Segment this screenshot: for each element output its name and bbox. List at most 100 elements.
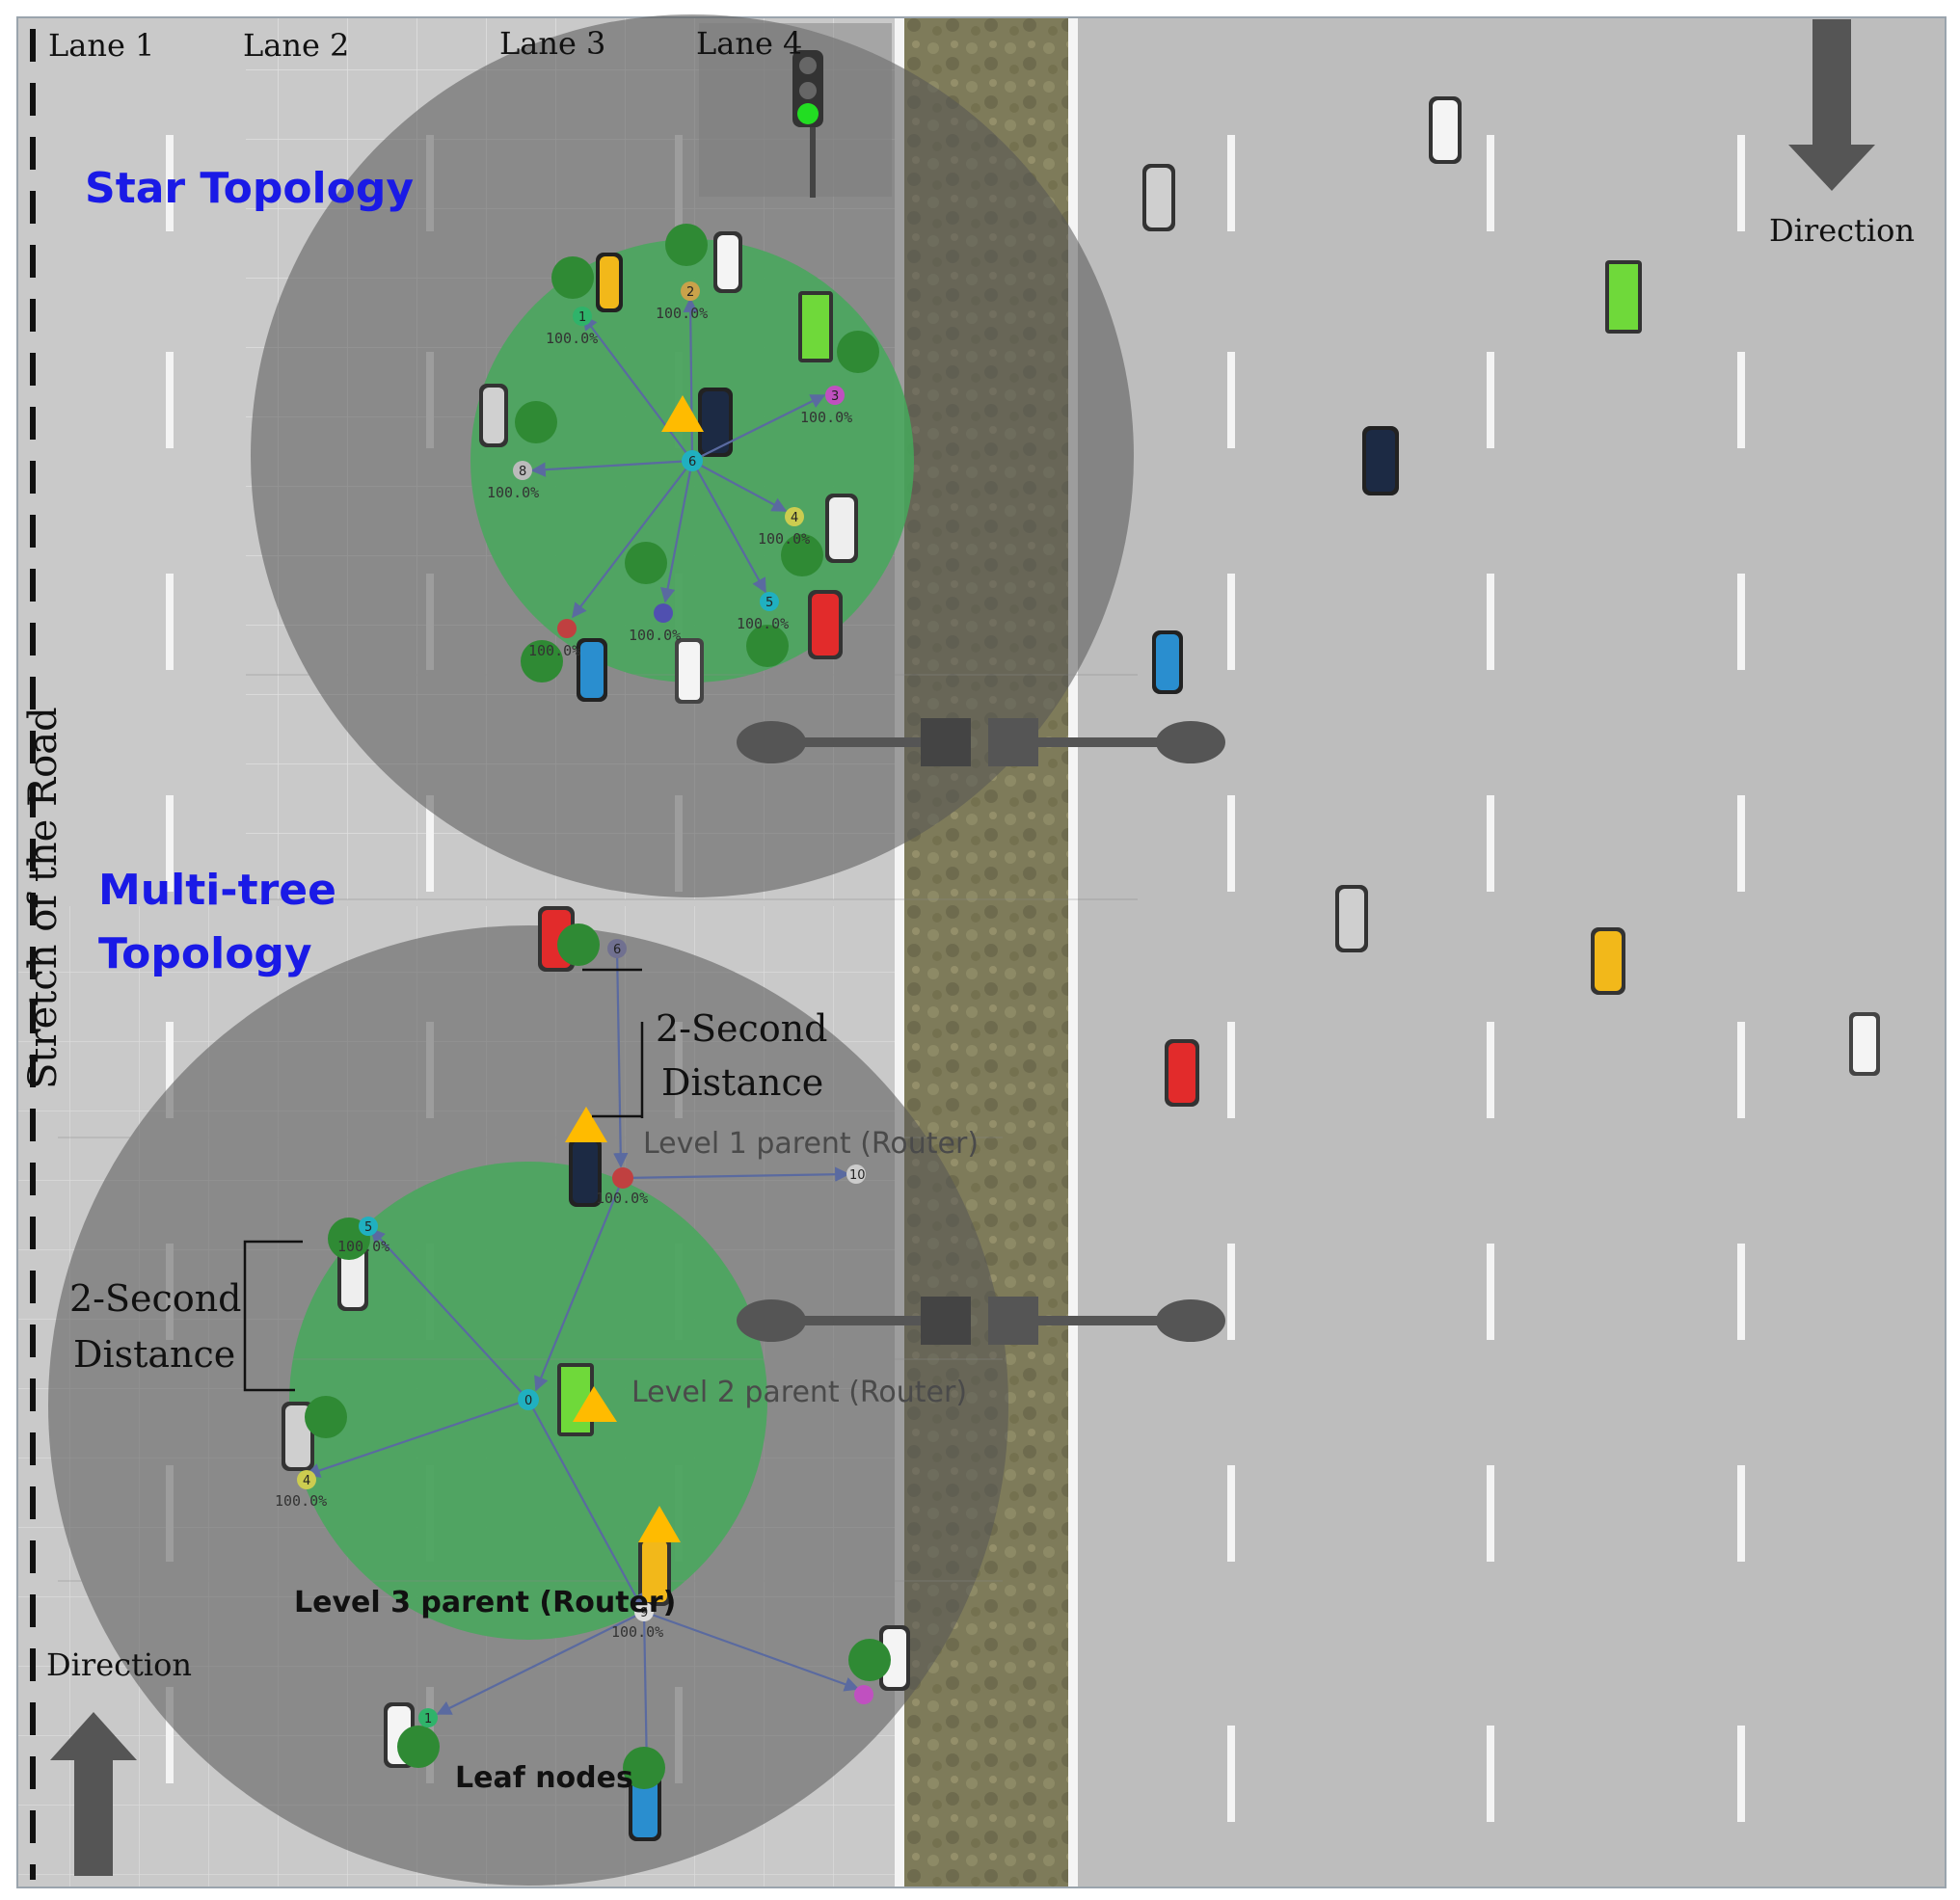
svg-text:100.0%: 100.0%: [528, 642, 580, 659]
svg-text:4: 4: [791, 511, 798, 525]
car-silver-icon: [1142, 164, 1175, 231]
two-second-distance-top-line2: Distance: [661, 1061, 823, 1104]
car-white-icon: [337, 1245, 368, 1311]
car-blue-icon: [629, 1774, 661, 1841]
multitree-topology-title-line1: Multi-tree: [98, 866, 336, 915]
car-white-icon: [1849, 1012, 1880, 1076]
level1-router-icon: [565, 1107, 607, 1142]
car-white-icon: [825, 494, 858, 563]
svg-text:100.0%: 100.0%: [758, 530, 810, 548]
stretch-of-road-label: Stretch of the Road: [21, 707, 66, 1089]
svg-text:100.0%: 100.0%: [487, 484, 539, 501]
svg-text:100.0%: 100.0%: [629, 627, 681, 644]
svg-text:0: 0: [524, 1394, 532, 1408]
direction-label-top: Direction: [1769, 212, 1915, 249]
car-white-icon: [1429, 96, 1462, 164]
star-node-8: 8 100.0%: [487, 461, 539, 501]
street-lamp-top: [737, 718, 1225, 766]
tree-node-6: 6: [607, 939, 627, 958]
car-white-icon: [879, 1625, 910, 1691]
svg-text:100.0%: 100.0%: [275, 1492, 327, 1510]
star-node-3: 3 100.0%: [800, 386, 852, 426]
car-navy-icon: [698, 388, 733, 457]
multitree-topology-title-line2: Topology: [98, 929, 312, 978]
svg-text:100.0%: 100.0%: [611, 1623, 663, 1641]
two-second-distance-top-line1: 2-Second: [656, 1007, 828, 1050]
tree-node-1: 1: [418, 1708, 438, 1727]
lane-label-1: Lane 1: [48, 27, 154, 64]
direction-arrow-up-icon: [50, 1712, 137, 1876]
star-node-purple: 100.0%: [629, 603, 681, 644]
star-coordinator-icon: [661, 395, 704, 432]
car-silver-icon: [1335, 885, 1368, 952]
svg-text:6: 6: [688, 455, 696, 469]
car-yellow-icon: [638, 1537, 671, 1606]
distance-bracket-top: [582, 968, 644, 1118]
lane-label-3: Lane 3: [499, 25, 605, 62]
two-second-distance-left-line2: Distance: [73, 1333, 235, 1376]
tree-links: [305, 948, 860, 1774]
star-node-2: 2 100.0%: [656, 281, 708, 322]
lane-label-2: Lane 2: [243, 27, 349, 64]
two-second-distance-left-line1: 2-Second: [69, 1277, 242, 1320]
car-red-icon: [808, 590, 843, 659]
star-topology-title: Star Topology: [85, 164, 414, 213]
svg-text:1: 1: [578, 310, 586, 325]
truck-green-icon: [1605, 260, 1642, 334]
lane-label-4: Lane 4: [696, 25, 802, 62]
star-node-4: 4 100.0%: [758, 507, 810, 548]
car-navy-icon: [569, 1137, 602, 1207]
svg-text:2: 2: [686, 285, 694, 300]
car-navy-icon: [1362, 426, 1399, 495]
street-lamp-bottom: [737, 1297, 1225, 1345]
tree-node-10: 10: [846, 1164, 866, 1184]
car-yellow-icon: [596, 253, 623, 312]
svg-text:100.0%: 100.0%: [337, 1238, 389, 1255]
star-links: [530, 297, 826, 619]
leaf-nodes-label: Leaf nodes: [455, 1761, 633, 1795]
level1-parent-label: Level 1 parent (Router): [643, 1127, 979, 1161]
svg-text:1: 1: [424, 1712, 432, 1726]
svg-text:8: 8: [519, 465, 526, 479]
van-white-icon: [675, 638, 704, 704]
car-blue-icon: [1152, 630, 1183, 694]
distance-bracket-left: [243, 1240, 303, 1392]
level3-parent-label: Level 3 parent (Router): [294, 1586, 676, 1619]
level2-router-icon: [573, 1386, 617, 1422]
car-silver-icon: [479, 384, 508, 447]
tree-node-magenta: [854, 1685, 873, 1704]
svg-text:5: 5: [364, 1220, 372, 1235]
tree-node-4: 4 100.0%: [275, 1470, 327, 1510]
star-node-coordinator: 6: [682, 450, 703, 471]
car-yellow-icon: [1591, 927, 1625, 995]
star-node-1: 1 100.0%: [546, 307, 598, 347]
svg-text:100.0%: 100.0%: [596, 1190, 648, 1207]
svg-text:100.0%: 100.0%: [656, 305, 708, 322]
car-red-icon: [1165, 1039, 1199, 1107]
svg-text:4: 4: [303, 1474, 310, 1488]
direction-arrow-down-icon: [1788, 19, 1875, 191]
truck-green-icon: [798, 291, 833, 362]
traffic-light: [699, 23, 892, 198]
tree-node-5: 5 100.0%: [337, 1217, 389, 1255]
roadside-trees: [305, 224, 891, 1789]
svg-text:10: 10: [849, 1168, 866, 1183]
lane-markings-right: [1227, 135, 1745, 1822]
tree-node-9: 9 100.0%: [611, 1602, 663, 1641]
svg-text:6: 6: [613, 943, 621, 957]
svg-text:9: 9: [640, 1606, 648, 1620]
svg-text:3: 3: [831, 389, 839, 404]
tree-node-level1: 100.0%: [596, 1167, 648, 1207]
tree-node-0: 0: [518, 1389, 539, 1410]
car-blue-icon: [577, 638, 607, 702]
level2-parent-label: Level 2 parent (Router): [631, 1376, 967, 1409]
svg-text:5: 5: [765, 596, 773, 610]
direction-label-bottom: Direction: [46, 1646, 192, 1683]
router-icons: [565, 395, 704, 1542]
svg-text:100.0%: 100.0%: [800, 409, 852, 426]
svg-text:100.0%: 100.0%: [546, 330, 598, 347]
star-node-5: 5 100.0%: [737, 592, 789, 632]
svg-text:100.0%: 100.0%: [737, 615, 789, 632]
level3-router-icon: [638, 1506, 681, 1542]
